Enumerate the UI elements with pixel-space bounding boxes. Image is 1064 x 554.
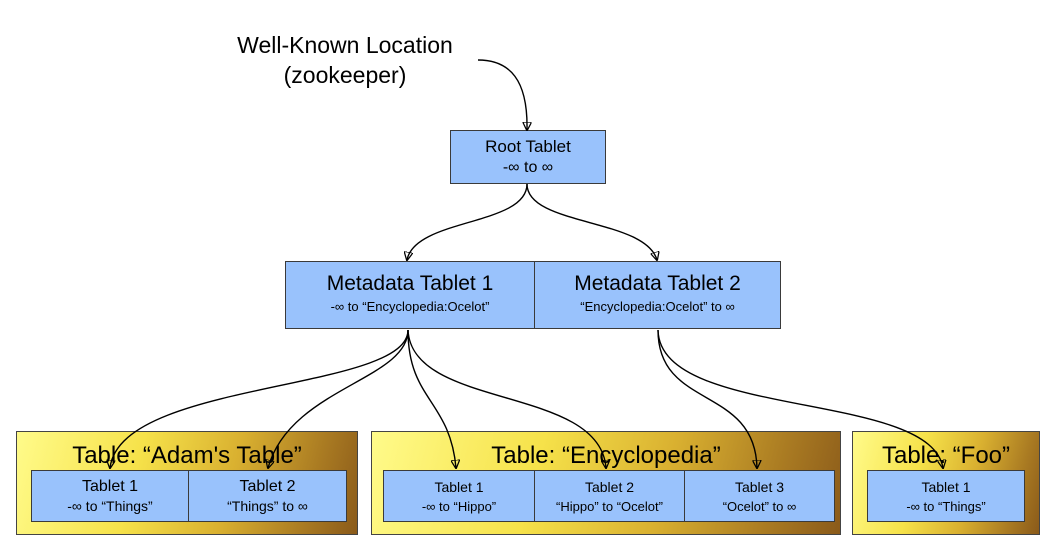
encyclopedia-tablet-2-node[interactable]: Tablet 2 “Hippo” to “Ocelot” [534, 470, 685, 522]
metadata-tablet-1-node[interactable]: Metadata Tablet 1 -∞ to “Encyclopedia:Oc… [285, 261, 535, 329]
edge-root-to-metadata-1 [407, 183, 528, 260]
adams-tablet-2-range: “Things” to ∞ [227, 498, 308, 514]
encyclopedia-tablet-2-title: Tablet 2 [584, 479, 635, 495]
encyclopedia-tablet-3-range: “Ocelot” to ∞ [722, 499, 797, 514]
well-known-location-subtitle: (zookeeper) [283, 62, 407, 88]
adams-tablet-1-range: -∞ to “Things” [67, 498, 153, 514]
metadata-tablet-2-node[interactable]: Metadata Tablet 2 “Encyclopedia:Ocelot” … [534, 261, 781, 329]
metadata-tablet-2-title: Metadata Tablet 2 [574, 272, 741, 295]
foo-tablet-1-range: -∞ to “Things” [906, 499, 986, 514]
table-adams-table: Table: “Adam's Table” Tablet 1 -∞ to “Th… [16, 431, 358, 535]
table-foo-title: Table: “Foo” [881, 442, 1011, 469]
encyclopedia-tablet-1-title: Tablet 1 [434, 479, 484, 495]
foo-tablet-1-title: Tablet 1 [921, 479, 971, 495]
table-adams-table-title: Table: “Adam's Table” [72, 442, 302, 469]
adams-tablet-1-title: Tablet 1 [81, 478, 139, 495]
encyclopedia-tablet-3-node[interactable]: Tablet 3 “Ocelot” to ∞ [684, 470, 835, 522]
well-known-location-title: Well-Known Location [237, 32, 453, 58]
encyclopedia-tablet-2-range: “Hippo” to “Ocelot” [556, 499, 663, 514]
adams-tablet-2-node[interactable]: Tablet 2 “Things” to ∞ [188, 470, 347, 522]
metadata-tablet-1-range: -∞ to “Encyclopedia:Ocelot” [330, 299, 490, 314]
root-tablet-node[interactable]: Root Tablet -∞ to ∞ [450, 130, 606, 184]
table-encyclopedia: Table: “Encyclopedia” Tablet 1 -∞ to “Hi… [371, 431, 841, 535]
metadata-tablet-2-range: “Encyclopedia:Ocelot” to ∞ [580, 299, 735, 314]
encyclopedia-tablet-1-range: -∞ to “Hippo” [421, 499, 497, 514]
adams-tablet-1-node[interactable]: Tablet 1 -∞ to “Things” [31, 470, 189, 522]
table-foo: Table: “Foo” Tablet 1 -∞ to “Things” [852, 431, 1040, 535]
edge-root-to-metadata-2 [526, 183, 657, 260]
root-tablet-range: -∞ to ∞ [502, 159, 554, 176]
adams-tablet-2-title: Tablet 2 [239, 478, 296, 495]
well-known-location-label: Well-Known Location (zookeeper) [150, 30, 540, 90]
table-encyclopedia-title: Table: “Encyclopedia” [491, 442, 721, 469]
encyclopedia-tablet-3-title: Tablet 3 [734, 479, 785, 495]
foo-tablet-1-node[interactable]: Tablet 1 -∞ to “Things” [867, 470, 1025, 522]
encyclopedia-tablet-1-node[interactable]: Tablet 1 -∞ to “Hippo” [383, 470, 535, 522]
metadata-tablet-1-title: Metadata Tablet 1 [326, 272, 494, 295]
root-tablet-title: Root Tablet [485, 137, 571, 156]
